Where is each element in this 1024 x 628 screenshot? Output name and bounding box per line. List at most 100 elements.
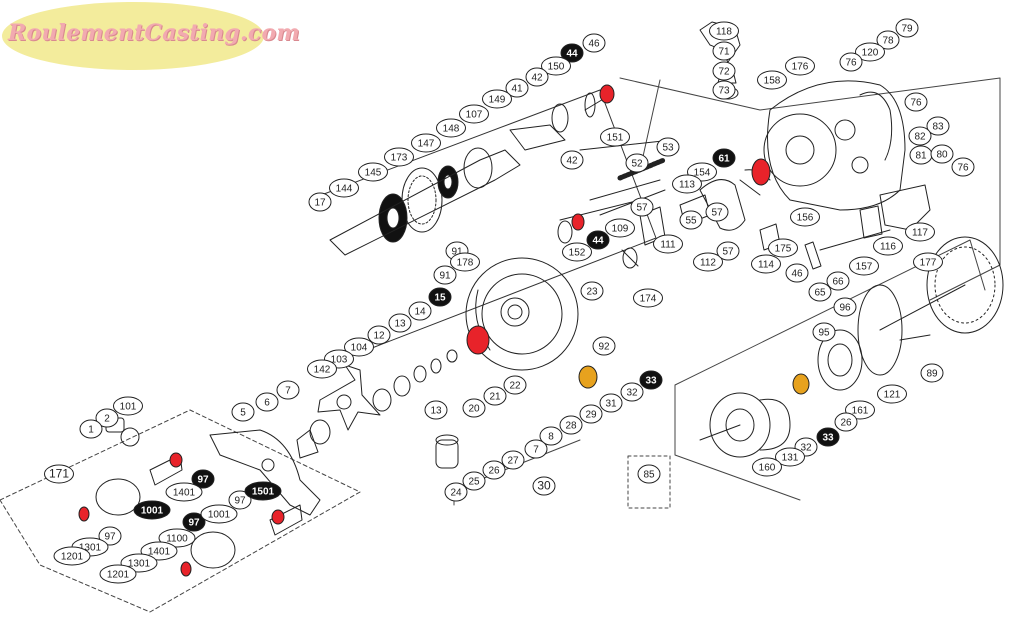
part-callout-21: 21 [483,386,507,406]
callout-text: 151 [607,133,624,144]
callout-text: 97 [234,496,246,507]
part-callout-121: 121 [877,384,907,404]
part-callout-104: 104 [344,337,374,357]
part-callout-32: 32 [620,382,644,402]
part-callout-27: 27 [501,450,525,470]
part-callout-26: 26 [834,412,858,432]
part-callout-117: 117 [905,222,935,242]
part-callout-57: 57 [630,197,654,217]
part-callout-76: 76 [951,157,975,177]
callout-text: 33 [822,433,834,444]
callout-text: 66 [832,277,844,288]
part-badge-33: 33 [639,370,663,390]
callout-text: 79 [901,24,913,35]
callout-text: 20 [468,404,480,415]
callout-text: 82 [914,132,926,143]
logo-text: RoulementCasting.com [8,20,300,46]
part-callout-46: 46 [582,33,606,53]
part-callout-101: 101 [113,396,143,416]
callout-text: 92 [598,342,610,353]
callout-text: 1001 [208,510,231,521]
part-callout-66: 66 [826,271,850,291]
callout-text: 145 [365,168,382,179]
callout-text: 113 [679,180,695,191]
callout-text: 52 [631,159,643,170]
logo-oval [2,2,264,70]
part-callout-178: 178 [450,252,480,272]
callout-text: 42 [531,73,543,84]
callout-text: 91 [451,247,463,258]
callout-text: 149 [489,95,506,106]
callout-text: 21 [489,392,501,403]
part-callout-148: 148 [436,118,466,138]
part-callout-79: 79 [895,18,919,38]
callout-text: 97 [104,532,116,543]
part-callout-111: 111 [653,234,683,254]
callout-text: 120 [862,48,879,59]
part-callout-157: 157 [849,256,879,276]
callout-text: 1100 [166,534,188,545]
part-callout-20: 20 [462,398,486,418]
part-callout-81: 81 [909,145,933,165]
part-callout-53: 53 [656,137,680,157]
callout-text: 97 [197,475,209,486]
callout-text: 1501 [252,487,275,498]
callout-text: 85 [643,470,655,481]
drag-assembly [296,349,458,459]
part-badge-15: 15 [428,287,452,307]
callout-text: 104 [351,343,368,354]
part-callout-1: 1 [79,419,103,439]
callout-text: 28 [565,421,577,432]
callout-text: 80 [936,150,948,161]
callout-text: 12 [373,331,385,342]
callout-text: 15 [434,293,446,304]
part-callout-160: 160 [752,457,782,477]
part-callout-1401: 1401 [165,482,203,502]
callout-text: 95 [818,328,830,339]
part-badge-44: 44 [560,43,584,63]
callout-text: 26 [488,466,500,477]
part-callout-131: 131 [775,447,805,467]
yellow-bearings [578,365,810,395]
part-callout-57: 57 [716,241,740,261]
part-callout-25: 25 [462,471,486,491]
callout-text: 173 [391,153,408,164]
callout-text: 26 [840,418,852,429]
callout-text: 116 [880,242,896,253]
part-callout-95: 95 [812,322,836,342]
callout-text: 57 [722,247,734,258]
part-callout-76: 76 [839,52,863,72]
callout-text: 117 [912,228,928,239]
callout-text: 161 [852,406,869,417]
callout-text: 109 [612,224,629,235]
callout-text: 121 [884,390,901,401]
callout-text: 144 [336,184,353,195]
callout-text: 23 [586,287,598,298]
part-callout-29: 29 [579,404,603,424]
callout-text: 160 [759,463,776,474]
part-callout-107: 107 [459,104,489,124]
part-callout-57: 57 [705,202,729,222]
callout-text: 46 [791,269,803,280]
part-callout-17: 17 [308,192,332,212]
callout-text: 57 [636,203,648,214]
part-callout-5: 5 [231,402,255,422]
callout-text: 1401 [148,547,171,558]
callout-text: 103 [331,355,348,366]
callout-text: 32 [800,443,812,454]
part-callout-116: 116 [873,236,903,256]
part-callout-171: 171 [44,464,74,484]
callout-text: 148 [443,124,460,135]
callout-text: 1201 [61,552,84,563]
callout-text: 171 [49,467,69,481]
part-callout-112: 112 [693,252,723,272]
part-callout-158: 158 [757,70,787,90]
part-callout-42: 42 [525,67,549,87]
callout-text: 8 [548,432,554,443]
callout-text: 29 [585,410,597,421]
callout-text: 96 [839,303,851,314]
callout-text: 111 [660,240,676,251]
callout-text: 97 [188,518,200,529]
callout-text: 1401 [173,488,196,499]
